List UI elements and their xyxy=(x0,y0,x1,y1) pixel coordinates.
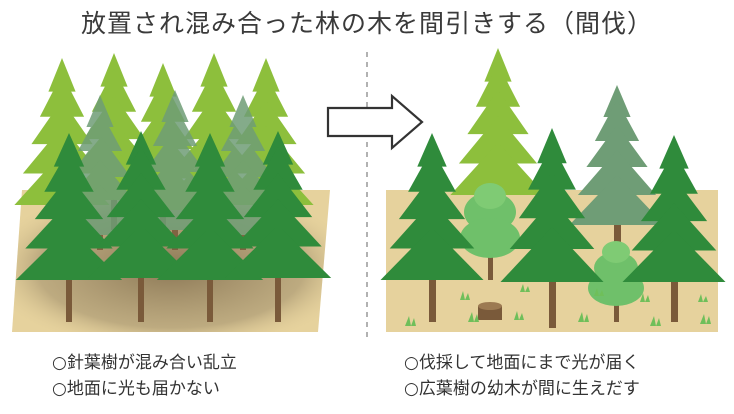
thinning-illustration xyxy=(12,48,726,340)
arrow-right-icon xyxy=(326,93,424,151)
tree-stump xyxy=(478,302,502,320)
before-mid-trees xyxy=(52,90,291,250)
after-caption-1: ○伐採して地面にまで光が届く xyxy=(404,353,640,373)
before-caption-1: ○針葉樹が混み合い乱立 xyxy=(52,353,237,373)
grass-tufts xyxy=(405,284,711,326)
before-front-trees xyxy=(15,131,332,322)
after-caption-2: ○広葉樹の幼木が間に生えだす xyxy=(404,379,640,399)
before-panel xyxy=(12,53,332,332)
before-caption-2: ○地面に光も届かない xyxy=(52,379,220,399)
after-captions: ○伐採して地面にまで光が届く ○広葉樹の幼木が間に生えだす xyxy=(404,350,640,402)
after-panel xyxy=(380,48,726,332)
broadleaf-saplings xyxy=(460,183,644,322)
before-captions: ○針葉樹が混み合い乱立 ○地面に光も届かない xyxy=(52,350,237,402)
page-title: 放置され混み合った林の木を間引きする（間伐） xyxy=(80,9,653,38)
after-front-trees xyxy=(380,128,726,328)
